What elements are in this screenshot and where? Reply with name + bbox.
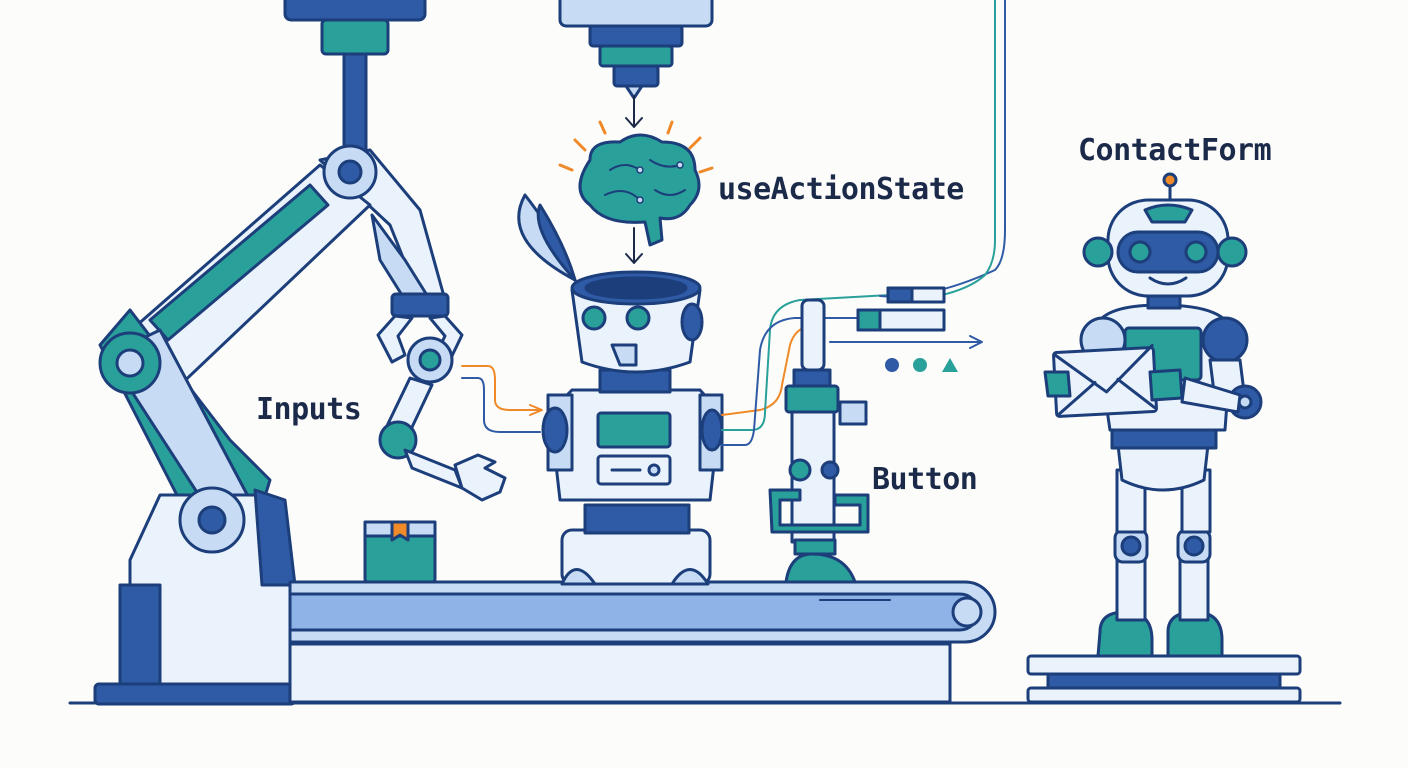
conveyor-belt [288, 580, 997, 704]
use-action-state-label: useActionState [718, 172, 964, 207]
industrial-robot-arm [93, 144, 447, 706]
inputs-label: Inputs [256, 392, 362, 427]
contact-form-label: ContactForm [1078, 133, 1272, 168]
flow-arrows [625, 95, 643, 264]
ceiling-mount-left [283, 0, 427, 156]
brain-icon [558, 120, 714, 247]
arm-gripper [370, 213, 507, 502]
status-indicators [885, 358, 958, 372]
gripper-claw-icon [376, 314, 414, 364]
robot-hand-icon [453, 453, 507, 502]
central-robot [517, 193, 724, 586]
connectors [856, 286, 946, 332]
contact-form-robot [1026, 172, 1302, 704]
package-box-icon [363, 520, 437, 584]
button-label: Button [872, 462, 978, 497]
button-press [768, 298, 870, 584]
press-head-top [558, 0, 714, 100]
